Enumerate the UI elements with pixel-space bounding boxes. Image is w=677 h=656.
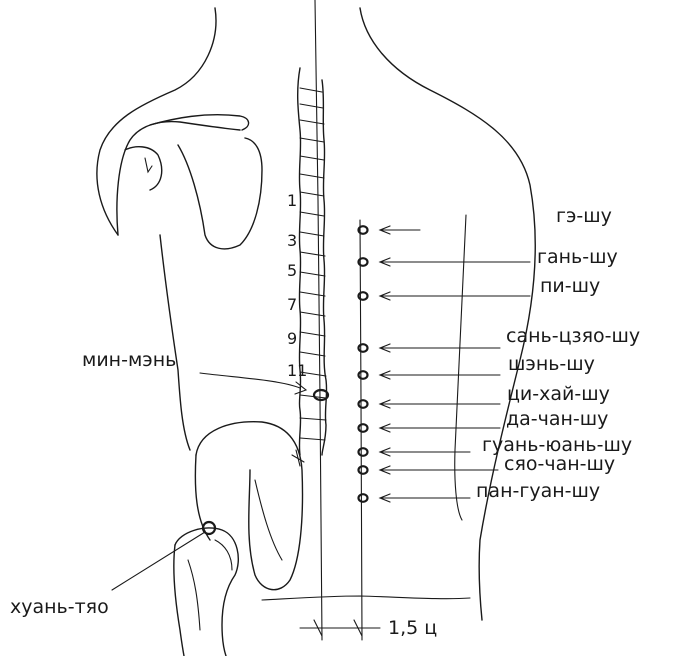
point-arrowhead	[378, 257, 391, 267]
label-ming-men: мин-мэнь	[82, 349, 176, 371]
ming-men-leader	[199, 372, 301, 389]
measurement-marker	[299, 619, 381, 637]
point-label: сань-цзяо-шу	[506, 325, 640, 347]
point-label: да-чан-шу	[506, 408, 608, 430]
vertebra-numbers: 1 3 5 7 9 11	[287, 191, 307, 380]
point-label: пан-гуан-шу	[476, 480, 600, 502]
point-marker	[357, 370, 369, 380]
point-arrowhead	[378, 343, 391, 353]
vertebra-number: 1	[287, 191, 297, 210]
point-arrowhead	[378, 465, 391, 475]
vertebra-number: 7	[287, 295, 297, 314]
pelvis	[194, 421, 471, 601]
point-label: гань-шу	[537, 246, 618, 268]
point-arrowhead	[378, 493, 391, 503]
point-arrowhead	[378, 225, 391, 235]
point-arrowhead	[378, 370, 391, 380]
point-huan-tiao-marker	[201, 520, 217, 536]
point-label: гуань-юань-шу	[482, 434, 632, 456]
femur	[173, 527, 239, 656]
point-label: пи-шу	[540, 275, 600, 297]
scapula	[116, 114, 263, 250]
point-labels: гэ-шу гань-шу пи-шу сань-цзяо-шу шэнь-шу ци-х…	[476, 205, 640, 502]
point-arrowhead	[378, 423, 391, 433]
point-label: гэ-шу	[556, 205, 612, 227]
point-label: сяо-чан-шу	[504, 453, 615, 475]
point-marker	[357, 399, 369, 409]
point-marker	[357, 465, 369, 475]
label-huan-tiao: хуань-тяо	[10, 596, 109, 618]
ming-men-arrow	[294, 381, 308, 395]
point-marker	[357, 291, 369, 301]
vertebra-number: 5	[287, 261, 297, 280]
point-label: шэнь-шу	[508, 353, 595, 375]
point-marker	[357, 225, 369, 235]
point-marker	[357, 447, 369, 457]
point-arrowhead	[378, 447, 391, 457]
vertebra-number: 11	[287, 361, 307, 380]
point-marker	[357, 493, 369, 503]
point-marker	[357, 257, 369, 267]
point-marker	[357, 423, 369, 433]
point-arrowhead	[378, 399, 391, 409]
measure-label: 1,5 ц	[388, 617, 437, 639]
point-label: ци-хай-шу	[507, 383, 610, 405]
point-ming-men-marker	[312, 388, 330, 402]
vertebra-number: 9	[287, 329, 297, 348]
point-markers	[357, 225, 531, 503]
midline	[314, 0, 323, 641]
point-arrowhead	[378, 291, 391, 301]
point-marker	[357, 343, 369, 353]
vertebra-number: 3	[287, 231, 297, 250]
huan-tiao-leader	[111, 531, 206, 591]
spine	[291, 67, 328, 467]
